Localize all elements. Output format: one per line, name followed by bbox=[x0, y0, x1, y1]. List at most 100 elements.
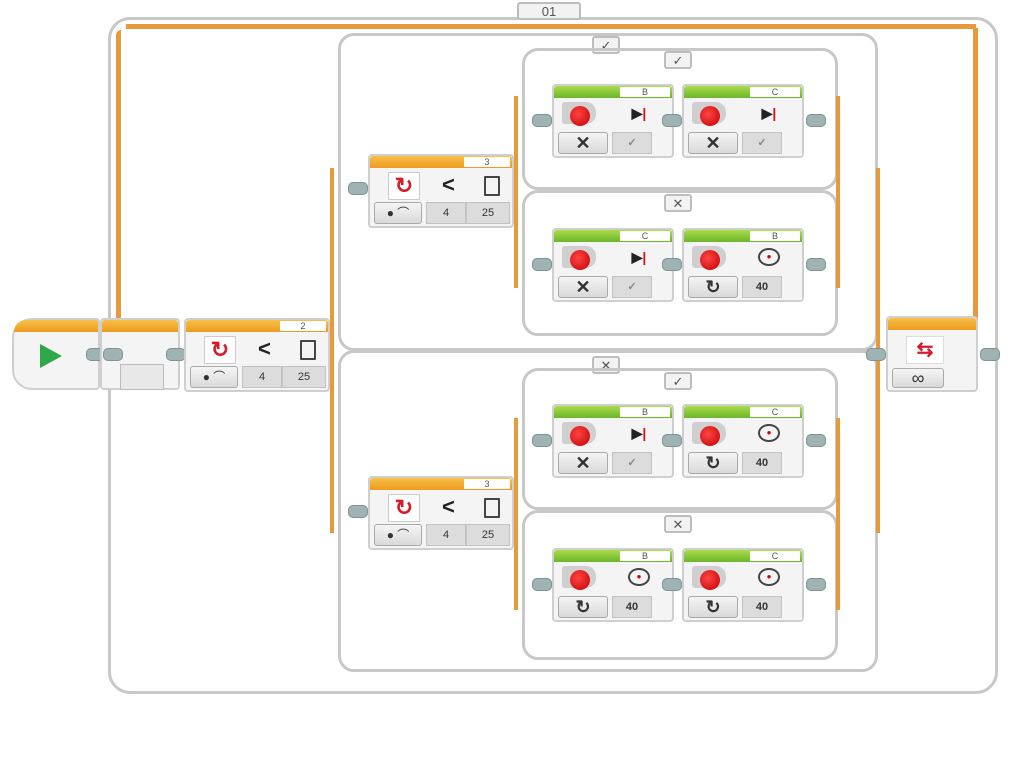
bottom-switch-false-tab[interactable]: ✕ bbox=[664, 515, 692, 533]
switch-main-input-plug bbox=[166, 348, 186, 361]
large-motor-block[interactable]: B ● ↻ 40 bbox=[552, 548, 674, 622]
motor-output-plug bbox=[806, 434, 826, 447]
motor-input-plug bbox=[662, 434, 682, 447]
bottom-switch-port[interactable]: 3 bbox=[464, 479, 510, 489]
motor-red-hub-icon bbox=[570, 426, 590, 446]
bottom-switch-input-2[interactable]: 25 bbox=[466, 524, 510, 546]
gyro-sensor-icon: ↻ bbox=[388, 172, 420, 200]
motor-mode-button[interactable]: ↻ bbox=[688, 596, 738, 618]
motor-param-value[interactable]: ✓ bbox=[612, 132, 652, 154]
motor-port[interactable]: C bbox=[750, 87, 800, 97]
top-switch-false-tab[interactable]: ✕ bbox=[664, 194, 692, 212]
motor-mode-button[interactable]: ✕ bbox=[558, 276, 608, 298]
top-switch-wire-left bbox=[514, 96, 518, 288]
stop-brake-icon: ▶| bbox=[761, 105, 777, 121]
bottom-switch-block[interactable]: 3 ↻ < ● ⌒ 4 25 bbox=[368, 476, 514, 550]
loop-wire-left bbox=[116, 30, 121, 318]
compare-operator[interactable]: < bbox=[442, 494, 455, 519]
main-switch-port[interactable]: 2 bbox=[280, 321, 326, 331]
motor-port[interactable]: B bbox=[750, 231, 800, 241]
top-switch-input-1[interactable]: 4 bbox=[426, 202, 466, 224]
large-motor-block[interactable]: C ▶| ✕ ✓ bbox=[682, 84, 804, 158]
stop-brake-icon: ▶| bbox=[631, 249, 647, 265]
loop-mode-button[interactable]: ∞ bbox=[892, 368, 944, 388]
compare-mode-button[interactable]: ● ⌒ bbox=[374, 524, 422, 546]
power-gauge-icon: ● bbox=[758, 424, 780, 442]
loop-end-block[interactable]: ⇆ ∞ bbox=[886, 316, 978, 392]
compare-mode-button[interactable]: ● ⌒ bbox=[374, 202, 422, 224]
motor-red-hub-icon bbox=[570, 570, 590, 590]
gyro-sensor-icon: ↻ bbox=[388, 494, 420, 522]
large-motor-block[interactable]: C ● ↻ 40 bbox=[682, 404, 804, 478]
threshold-icon bbox=[484, 176, 500, 196]
top-switch-block[interactable]: 3 ↻ < ● ⌒ 4 25 bbox=[368, 154, 514, 228]
motor-mode-button[interactable]: ✕ bbox=[688, 132, 738, 154]
infinity-icon: ∞ bbox=[911, 368, 925, 388]
motor-param-value[interactable]: 40 bbox=[742, 452, 782, 474]
bottom-switch-wire-left bbox=[514, 418, 518, 610]
motor-param-value[interactable]: ✓ bbox=[742, 132, 782, 154]
power-gauge-icon: ● bbox=[628, 568, 650, 586]
top-switch-true-tab[interactable]: ✓ bbox=[664, 51, 692, 69]
motor-red-hub-icon bbox=[700, 106, 720, 126]
motor-port[interactable]: C bbox=[620, 231, 670, 241]
play-icon bbox=[40, 344, 62, 368]
loop-name-tab[interactable]: 01 bbox=[517, 2, 581, 20]
top-switch-input-plug bbox=[348, 182, 368, 195]
motor-param-value[interactable]: 40 bbox=[742, 596, 782, 618]
motor-param-value[interactable]: 40 bbox=[742, 276, 782, 298]
top-switch-wire-right bbox=[836, 96, 840, 288]
motor-mode-button[interactable]: ↻ bbox=[688, 276, 738, 298]
motor-input-plug bbox=[662, 258, 682, 271]
top-switch-port[interactable]: 3 bbox=[464, 157, 510, 167]
gyro-sensor-icon: ↻ bbox=[204, 336, 236, 364]
large-motor-block[interactable]: B ▶| ✕ ✓ bbox=[552, 84, 674, 158]
large-motor-block[interactable]: B ● ↻ 40 bbox=[682, 228, 804, 302]
main-switch-input-2[interactable]: 25 bbox=[282, 366, 326, 388]
motor-input-plug bbox=[662, 578, 682, 591]
large-motor-block[interactable]: C ● ↻ 40 bbox=[682, 548, 804, 622]
motor-input-plug bbox=[532, 114, 552, 127]
main-switch-block[interactable]: 2 ↻ < ● ⌒ 4 25 bbox=[184, 318, 330, 392]
bottom-switch-input-1[interactable]: 4 bbox=[426, 524, 466, 546]
threshold-icon bbox=[300, 340, 316, 360]
motor-mode-button[interactable]: ↻ bbox=[688, 452, 738, 474]
bottom-switch-true-tab[interactable]: ✓ bbox=[664, 372, 692, 390]
motor-output-plug bbox=[806, 578, 826, 591]
motor-mode-button[interactable]: ✕ bbox=[558, 132, 608, 154]
loop-entry-plug bbox=[103, 348, 123, 361]
compare-operator[interactable]: < bbox=[442, 172, 455, 197]
motor-input-plug bbox=[532, 578, 552, 591]
motor-red-hub-icon bbox=[700, 570, 720, 590]
motor-port[interactable]: C bbox=[750, 551, 800, 561]
start-block[interactable] bbox=[12, 318, 100, 390]
loop-end-input-plug bbox=[866, 348, 886, 361]
motor-port[interactable]: B bbox=[620, 407, 670, 417]
compare-mode-button[interactable]: ● ⌒ bbox=[190, 366, 238, 388]
loop-wire-top bbox=[126, 24, 976, 29]
motor-output-plug bbox=[806, 258, 826, 271]
motor-port[interactable]: C bbox=[750, 407, 800, 417]
motor-param-value[interactable]: 40 bbox=[612, 596, 652, 618]
motor-input-plug bbox=[532, 258, 552, 271]
threshold-icon bbox=[484, 498, 500, 518]
motor-input-plug bbox=[532, 434, 552, 447]
large-motor-block[interactable]: B ▶| ✕ ✓ bbox=[552, 404, 674, 478]
motor-port[interactable]: B bbox=[620, 87, 670, 97]
motor-mode-button[interactable]: ↻ bbox=[558, 596, 608, 618]
loop-exit-plug bbox=[980, 348, 1000, 361]
motor-param-value[interactable]: ✓ bbox=[612, 276, 652, 298]
motor-mode-button[interactable]: ✕ bbox=[558, 452, 608, 474]
motor-input-plug bbox=[662, 114, 682, 127]
large-motor-block[interactable]: C ▶| ✕ ✓ bbox=[552, 228, 674, 302]
bottom-switch-wire-right bbox=[836, 418, 840, 610]
top-switch-input-2[interactable]: 25 bbox=[466, 202, 510, 224]
main-switch-input-1[interactable]: 4 bbox=[242, 366, 282, 388]
motor-port[interactable]: B bbox=[620, 551, 670, 561]
bottom-switch-input-plug bbox=[348, 505, 368, 518]
main-switch-wire-left bbox=[330, 168, 334, 533]
compare-operator[interactable]: < bbox=[258, 336, 271, 361]
motor-output-plug bbox=[806, 114, 826, 127]
motor-red-hub-icon bbox=[700, 426, 720, 446]
motor-param-value[interactable]: ✓ bbox=[612, 452, 652, 474]
